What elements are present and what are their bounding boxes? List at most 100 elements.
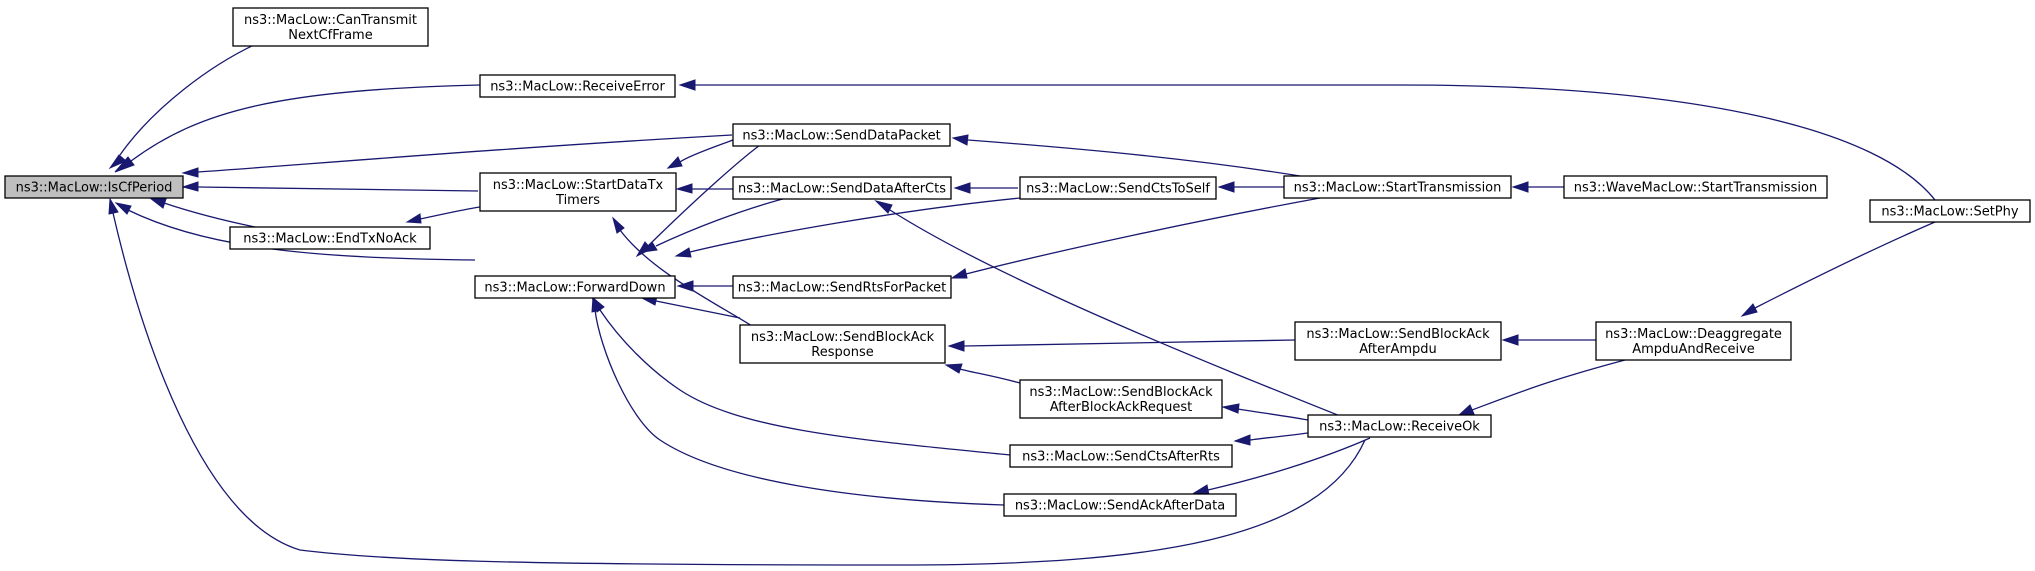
node-rtspkt[interactable]: ns3::MacLow::SendRtsForPacket <box>732 275 952 299</box>
node-label: AfterBlockAckRequest <box>1050 400 1193 415</box>
node-box <box>1595 321 1792 361</box>
edge-arrowhead <box>953 182 971 194</box>
node-ackdata[interactable]: ns3::MacLow::SendAckAfterData <box>1003 493 1237 517</box>
edge-arrowhead <box>1217 181 1235 193</box>
edge-bakampdu-to-bar <box>963 339 1296 347</box>
node-starttx[interactable]: ns3::MacLow::StartTransmission <box>1283 175 1512 199</box>
node-sendafter[interactable]: ns3::MacLow::SendDataAfterCts <box>732 176 952 200</box>
edge-recverr-to-iscf <box>130 84 481 162</box>
node-box <box>1294 321 1502 361</box>
node-recvok[interactable]: ns3::MacLow::ReceiveOk <box>1307 414 1492 438</box>
node-senddata[interactable]: ns3::MacLow::SendDataPacket <box>732 123 951 147</box>
node-label: ns3::MacLow::SendBlockAck <box>1306 327 1490 342</box>
edge-senddata-to-iscf <box>197 134 733 173</box>
edge-arrowhead <box>114 156 135 173</box>
node-label: ns3::MacLow::SendDataAfterCts <box>738 182 946 197</box>
node-box <box>474 275 676 299</box>
edge-arrowhead <box>947 340 965 352</box>
edge-ctsself-to-fwd <box>689 197 1021 253</box>
edge-ackdata-to-fwd <box>594 309 1005 506</box>
node-box <box>479 172 677 212</box>
edge-recvok-to-sendafter <box>889 209 1351 421</box>
node-label: ns3::MacLow::SendAckAfterData <box>1015 499 1225 514</box>
nodes: ns3::MacLow::IsCfPeriod ns3::MacLow::CanT… <box>4 7 2031 517</box>
edge-starttx-to-senddata <box>967 139 1301 177</box>
edge-arrowhead <box>181 167 199 178</box>
edges <box>108 36 1936 566</box>
node-iscf[interactable]: ns3::MacLow::IsCfPeriod <box>4 175 184 199</box>
node-label: AfterAmpdu <box>1359 342 1437 357</box>
edge-arrowhead <box>676 280 694 292</box>
node-fwd[interactable]: ns3::MacLow::ForwardDown <box>474 275 676 299</box>
node-ctsrts[interactable]: ns3::MacLow::SendCtsAfterRts <box>1009 444 1233 468</box>
edge-recvok-to-ctsrts <box>1249 432 1309 441</box>
node-box <box>4 175 184 199</box>
edge-arrowhead <box>1221 403 1240 414</box>
edge-arrowhead <box>675 183 693 194</box>
edge-senddata-to-fwd <box>647 144 761 247</box>
edge-starttimers-to-iscf <box>197 186 479 192</box>
node-box <box>229 226 431 250</box>
node-setphy[interactable]: ns3::MacLow::SetPhy <box>1869 199 2031 223</box>
node-box <box>732 275 952 299</box>
node-label: ns3::MacLow::SendDataPacket <box>742 129 940 144</box>
node-label: ns3::MacLow::SendCtsAfterRts <box>1022 450 1220 465</box>
node-label: ns3::MacLow::StartDataTx <box>493 178 664 193</box>
node-label: ns3::MacLow::ReceiveError <box>490 80 665 95</box>
node-recverr[interactable]: ns3::MacLow::ReceiveError <box>479 74 676 98</box>
node-ctsself[interactable]: ns3::MacLow::SendCtsToSelf <box>1019 176 1217 200</box>
node-box <box>1869 199 2031 223</box>
node-label: ns3::MacLow::SendBlockAck <box>1029 385 1213 400</box>
edge-recvok-to-iscf <box>112 212 1366 566</box>
edge-arrowhead <box>405 213 422 224</box>
node-box <box>1003 493 1237 517</box>
node-label: ns3::WaveMacLow::StartTransmission <box>1574 181 1817 196</box>
node-label: ns3::MacLow::Deaggregate <box>1605 327 1782 342</box>
node-label: Timers <box>555 193 600 208</box>
node-box <box>732 123 951 147</box>
node-bakreq[interactable]: ns3::MacLow::SendBlockAckAfterBlockAckRe… <box>1019 379 1223 419</box>
node-box <box>739 324 946 364</box>
edge-arrowhead <box>951 134 969 146</box>
node-wavetx[interactable]: ns3::WaveMacLow::StartTransmission <box>1563 175 1828 199</box>
edge-arrowhead <box>674 247 692 258</box>
edge-setphy-to-deagg <box>1754 221 1936 309</box>
edge-arrowhead <box>114 202 132 215</box>
edge-starttimers-to-endtx <box>419 206 481 220</box>
node-endtx[interactable]: ns3::MacLow::EndTxNoAck <box>229 226 431 250</box>
node-box <box>1283 175 1512 199</box>
edge-arrowhead <box>944 363 963 374</box>
node-label: ns3::MacLow::IsCfPeriod <box>16 181 173 196</box>
node-box <box>232 7 429 47</box>
edge-arrowhead <box>108 154 127 170</box>
node-label: ns3::MacLow::ReceiveOk <box>1319 420 1480 435</box>
node-label: ns3::MacLow::SendRtsForPacket <box>738 281 947 296</box>
edge-senddata-to-starttimers <box>679 139 734 163</box>
node-label: ns3::MacLow::CanTransmit <box>244 13 417 28</box>
edge-recvok-to-bakreq <box>1237 408 1309 421</box>
edge-ctsrts-to-fwd <box>599 309 1011 456</box>
edge-arrowhead <box>678 79 696 91</box>
edge-arrowhead <box>1740 303 1758 317</box>
edge-setphy-to-recverr <box>695 84 1936 201</box>
edge-bar-to-fwd <box>655 300 741 319</box>
edge-starttx-to-rtspkt <box>965 197 1321 275</box>
node-label: ns3::MacLow::SendCtsToSelf <box>1026 182 1210 197</box>
edge-deagg-to-recvok <box>1471 359 1626 411</box>
edge-arrowhead <box>1511 181 1529 193</box>
edge-arrowhead <box>108 197 119 215</box>
edge-arrowhead <box>148 197 167 209</box>
node-label: ns3::MacLow::StartTransmission <box>1294 181 1502 196</box>
node-label: Response <box>811 345 873 360</box>
node-box <box>1307 414 1492 438</box>
edge-arrowhead <box>612 216 625 234</box>
edge-endtx-to-iscf <box>163 202 261 229</box>
edge-arrowhead <box>1501 334 1519 346</box>
node-box <box>1019 379 1223 419</box>
